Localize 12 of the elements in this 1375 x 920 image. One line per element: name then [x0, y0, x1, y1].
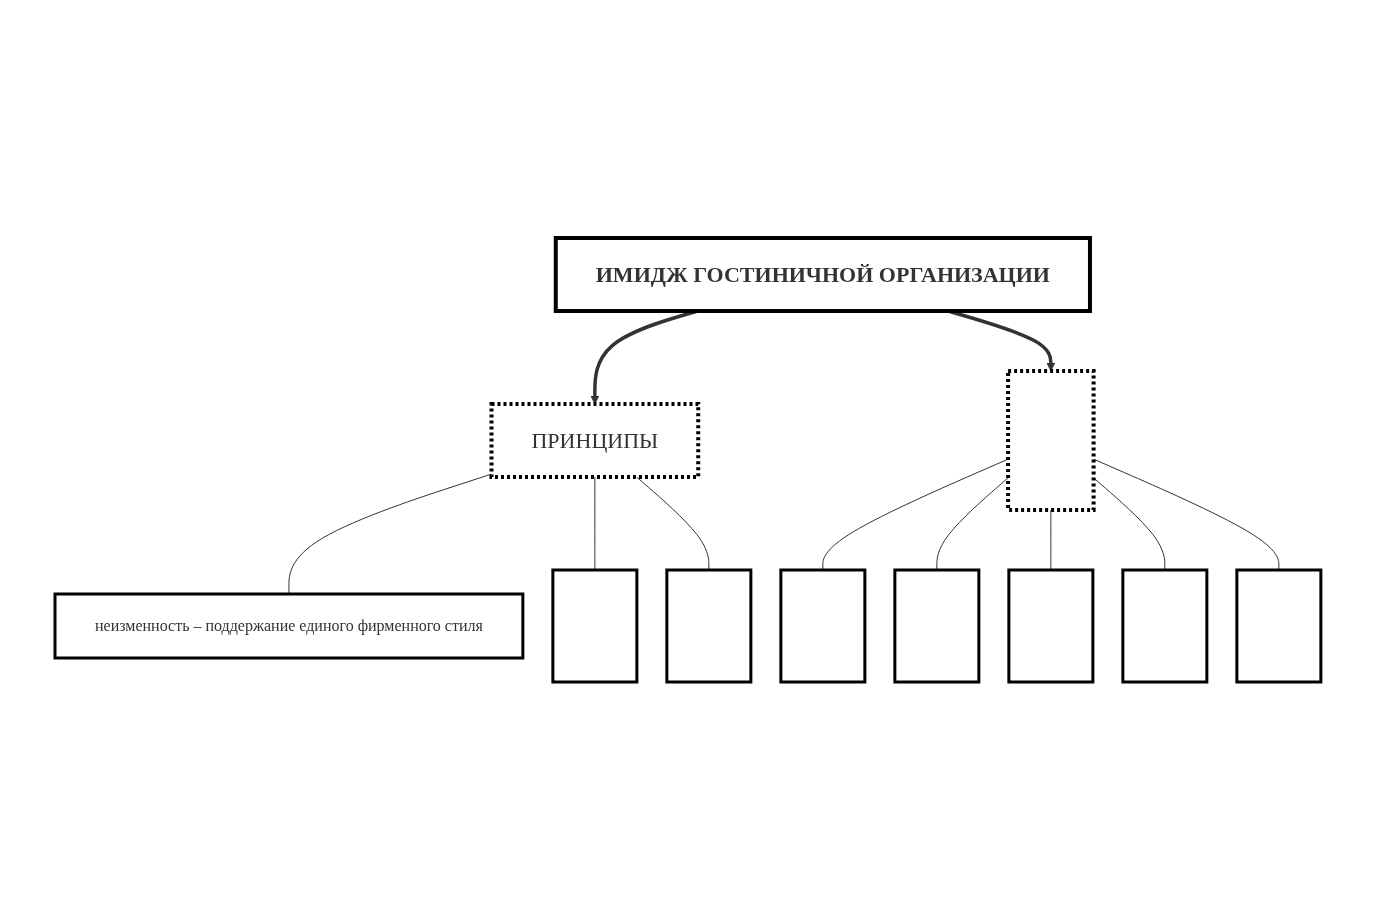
- node-box: ИМИДЖ ГОСТИНИЧНОЙ ОРГАНИЗАЦИИ: [553, 236, 1092, 313]
- node-box: [1005, 369, 1096, 512]
- node-box: неизменность – поддержание единого фирменного стиля: [53, 592, 524, 660]
- node-box: [1234, 568, 1322, 684]
- node-box: [1006, 568, 1094, 684]
- node-box: [664, 568, 752, 684]
- connector: [288, 473, 492, 595]
- node-box: [550, 568, 638, 684]
- node-box: [778, 568, 866, 684]
- node-box: [892, 568, 980, 684]
- node-box: ПРИНЦИПЫ: [489, 402, 700, 479]
- node-box: [1120, 568, 1208, 684]
